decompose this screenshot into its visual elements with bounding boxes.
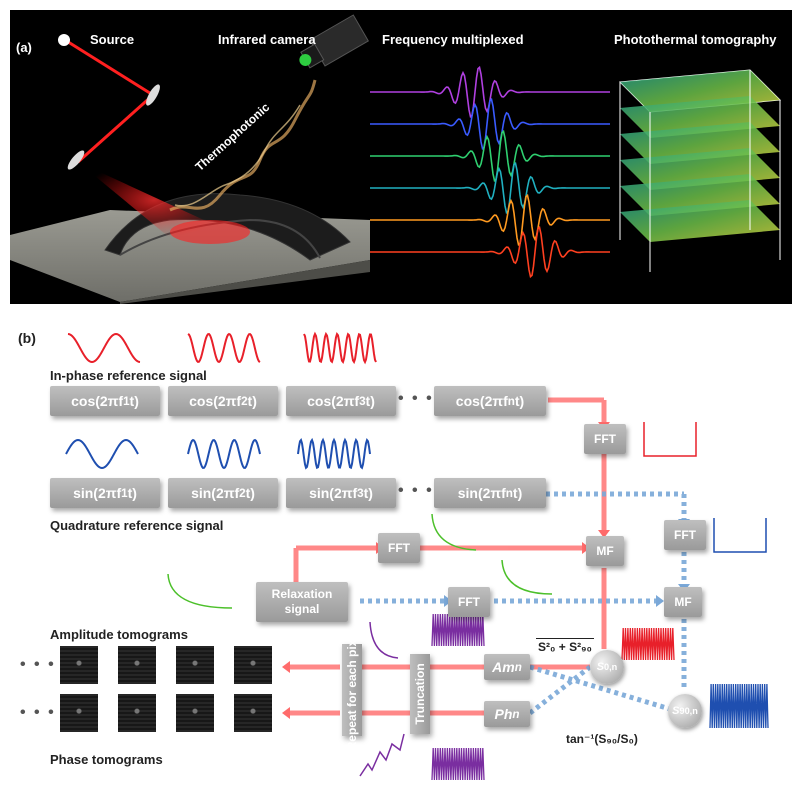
source-label: Source	[90, 32, 135, 47]
panel-b: (b) In-phase reference signal Quadrature…	[0, 304, 800, 800]
reference-wave	[187, 332, 261, 364]
inphase-label: In-phase reference signal	[50, 368, 207, 383]
truncation-block: Truncation	[410, 654, 430, 734]
wave-packet	[370, 129, 610, 183]
panel-b-label: (b)	[18, 330, 36, 346]
camera-label: Infrared camera	[218, 32, 316, 47]
green-decay	[167, 573, 233, 609]
wave-packet	[370, 161, 610, 215]
mf-block-2: MF	[664, 587, 702, 617]
source-icon	[58, 34, 70, 46]
arrowheads	[282, 422, 610, 719]
quadrature-label: Quadrature reference signal	[50, 518, 224, 533]
red-spectrum	[643, 422, 697, 457]
fft-block-relax-2: FFT	[448, 587, 490, 617]
wave-packets	[370, 65, 610, 279]
phase-tomogram	[60, 694, 98, 732]
reference-wave	[303, 331, 377, 365]
repeat-block: Repeat for each pixel	[342, 630, 362, 750]
wave-packet	[370, 65, 610, 119]
purple-decay	[369, 621, 399, 659]
blue-spectrum	[713, 518, 767, 553]
red-flow	[290, 397, 607, 716]
wave-packet	[370, 97, 610, 151]
fft-block-cos: FFT	[584, 424, 626, 454]
phase-tomogram	[118, 694, 156, 732]
phase-ellipsis: • • •	[20, 704, 56, 721]
tomography-label: Photothermal tomography	[614, 32, 777, 47]
phase-tomogram	[176, 694, 214, 732]
relaxation-block: Relaxation signal	[256, 582, 348, 622]
amplitude-tomogram	[60, 646, 98, 684]
purple-noise	[359, 733, 405, 777]
signal-burst	[709, 683, 769, 729]
cos-ellipsis: • • •	[398, 390, 434, 407]
panel-a: (a) Source Infrared camera Frequency mul…	[10, 10, 792, 304]
fft-block-relax-1: FFT	[378, 533, 420, 563]
signal-burst	[431, 613, 485, 647]
panel-b-flow	[65, 331, 769, 781]
mf-block-1: MF	[586, 536, 624, 566]
sin-ellipsis: • • •	[398, 482, 434, 499]
green-decay	[431, 513, 477, 551]
tan-formula: tan⁻¹(S₉₀/S₀)	[566, 732, 638, 746]
fft-block-sin: FFT	[664, 520, 706, 550]
multiplexed-label: Frequency multiplexed	[382, 32, 524, 47]
mirror-icon	[67, 150, 85, 170]
signal-burst	[431, 747, 485, 781]
signal-burst	[621, 627, 675, 661]
reference-waves	[65, 331, 377, 470]
sqrt-formula: S²₀ + S²₉₀	[536, 638, 594, 654]
reference-wave	[65, 438, 139, 470]
amplitude-tomograms-label: Amplitude tomograms	[50, 627, 188, 642]
wave-packet	[370, 193, 610, 247]
signal-bursts	[431, 613, 769, 781]
tomography-slice	[620, 200, 780, 242]
amplitude-ellipsis: • • •	[20, 656, 56, 673]
phase-tomograms-label: Phase tomograms	[50, 752, 163, 767]
mirror-icon	[146, 84, 160, 106]
green-decay	[501, 559, 553, 595]
camera-icon	[299, 14, 369, 69]
amplitude-tomogram	[176, 646, 214, 684]
tomography-cube	[618, 69, 782, 272]
reference-wave	[187, 438, 261, 470]
phase-tomogram	[234, 694, 272, 732]
blue-flow	[360, 491, 687, 715]
wave-packet	[370, 225, 610, 279]
panel-a-illustration	[10, 14, 782, 304]
amplitude-tomogram	[234, 646, 272, 684]
reference-wave	[67, 332, 141, 364]
amplitude-tomogram	[118, 646, 156, 684]
laser-beam	[64, 38, 154, 97]
thermophotonic-emission	[169, 79, 317, 212]
reference-wave	[297, 437, 371, 470]
panel-a-label: (a)	[16, 40, 32, 55]
